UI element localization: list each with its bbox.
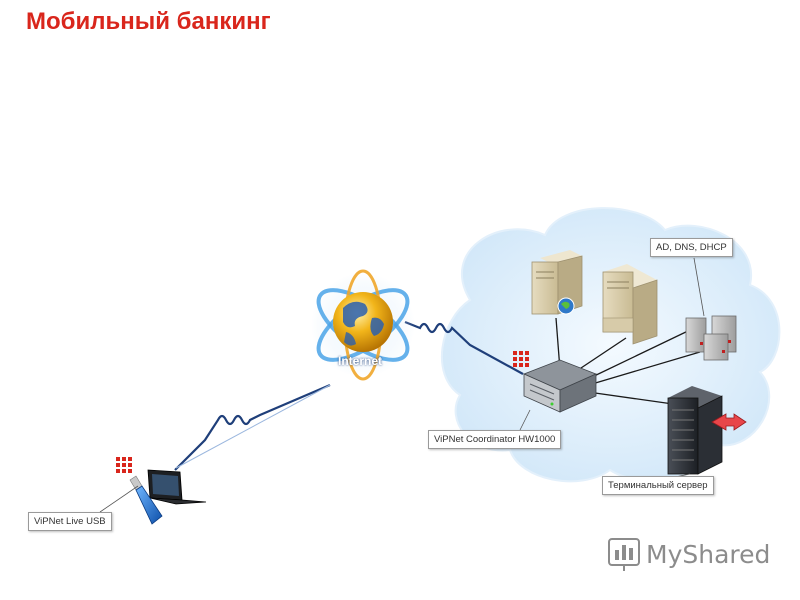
ad-callout-pointer [693,257,705,317]
link-shadow [175,384,331,469]
coordinator-callout: ViPNet Coordinator HW1000 [428,430,562,449]
web-server-icon [531,250,583,315]
ad-server-cluster-icon [685,315,737,361]
usb-stick-icon [129,475,163,525]
laptop-icon [147,469,207,505]
internet-globe-icon [311,269,415,381]
link-terminal-server [587,391,681,406]
internet-label: Internet [338,354,383,368]
link-ad-servers [589,329,691,379]
live-usb-callout: ViPNet Live USB [28,512,112,531]
watermark-text: MyShared [646,540,771,569]
slide-title: Мобильный банкинг [26,8,271,35]
double-arrow-icon [711,413,747,431]
link-internet-laptop [174,383,331,471]
vipnet-coordinator-icon [522,359,598,413]
lan-links [555,317,701,406]
usb-callout-pointer [99,485,139,513]
vipnet-logo-icon-usb [116,457,132,473]
myshared-logo-icon [608,538,640,571]
ad-dns-dhcp-callout: AD, DNS, DHCP [650,238,733,257]
terminal-server-callout: Терминальный сервер [602,476,714,495]
vipnet-logo-icon-coordinator [513,351,529,367]
coordinator-callout-pointer [519,409,531,431]
wan-links [174,320,524,471]
link-internet-coordinator [404,320,524,375]
terminal-server-rack-icon [667,386,723,475]
app-server-icon [602,264,658,345]
link-ad-servers-2 [591,351,701,385]
link-app-server [574,337,627,373]
